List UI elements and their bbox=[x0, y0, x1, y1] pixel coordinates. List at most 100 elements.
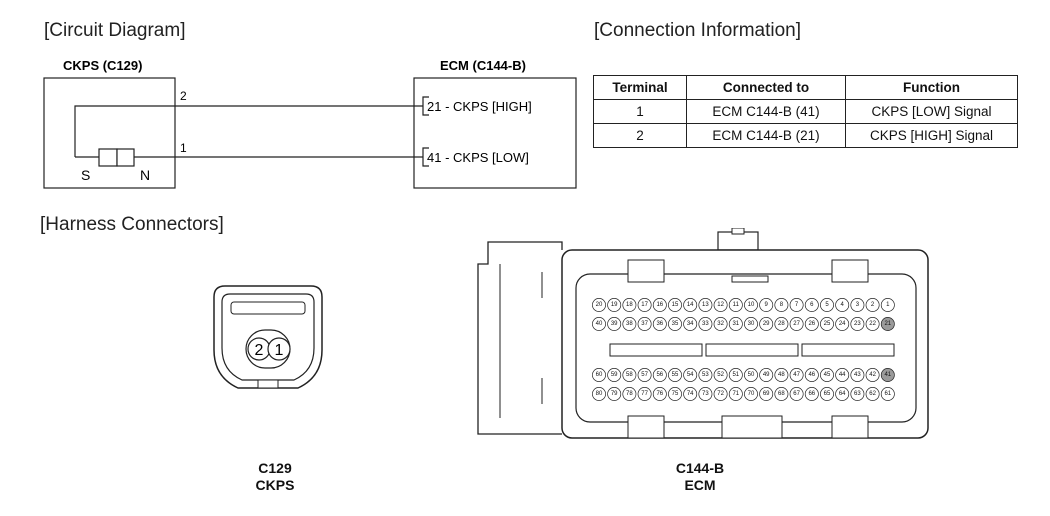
c144b-pin-77 bbox=[637, 387, 652, 401]
cell-connected-to: ECM C144-B (41) bbox=[686, 99, 846, 124]
cell-function: CKPS [HIGH] Signal bbox=[845, 123, 1018, 148]
c144b-pin-72 bbox=[713, 387, 728, 401]
c144b-pin-label: 38 bbox=[626, 321, 633, 327]
pin-bracket-low bbox=[422, 147, 429, 167]
c129-pin-1 bbox=[267, 337, 291, 361]
c144b-pin-8 bbox=[774, 298, 789, 312]
c144b-top-tab bbox=[717, 231, 759, 251]
sensor-coil-right bbox=[116, 148, 135, 167]
c144b-top-nub bbox=[731, 228, 745, 235]
c144b-pin-75 bbox=[668, 387, 682, 401]
c144b-pin-label: 68 bbox=[778, 391, 785, 397]
c144b-pin-label: 29 bbox=[763, 321, 770, 327]
c144b-pin-label: 28 bbox=[778, 321, 785, 327]
c144b-pin-14 bbox=[683, 298, 698, 312]
c144b-pin-59 bbox=[607, 368, 622, 382]
c144b-pin-26 bbox=[804, 317, 819, 331]
c144b-pin-label: 33 bbox=[702, 321, 709, 327]
wire-high bbox=[74, 105, 423, 157]
c144b-pin-label: 14 bbox=[687, 302, 694, 308]
c144b-pin-label: 34 bbox=[687, 321, 694, 327]
c144b-pin-21 bbox=[880, 317, 895, 331]
sensor-coil-left bbox=[98, 148, 118, 167]
c144b-pin-1 bbox=[880, 298, 895, 312]
c144b-pin-label: 27 bbox=[793, 321, 800, 327]
header-terminal: Terminal bbox=[593, 75, 687, 100]
c144b-pin-49 bbox=[759, 368, 774, 382]
ecm-pin-low-label: 41 - CKPS [LOW] bbox=[427, 150, 529, 165]
c144b-pin-20 bbox=[592, 298, 606, 312]
c144b-pin-label: 19 bbox=[611, 302, 618, 308]
ckps-box bbox=[43, 77, 176, 189]
c144b-pin-31 bbox=[728, 317, 743, 331]
c144b-left-bracket bbox=[477, 241, 563, 435]
c144b-center-key bbox=[731, 275, 769, 283]
c144b-pin-label: 45 bbox=[824, 372, 831, 378]
c129-pin-2-label: 2 bbox=[255, 342, 264, 359]
sensor-s-label: S bbox=[81, 167, 90, 183]
c144b-pin-79 bbox=[607, 387, 622, 401]
c144b-pin-label: 79 bbox=[611, 391, 618, 397]
c144b-pin-7 bbox=[789, 298, 804, 312]
c144b-pin-12 bbox=[713, 298, 728, 312]
harness-connectors-heading: [Harness Connectors] bbox=[40, 214, 224, 235]
c144b-pin-47 bbox=[789, 368, 804, 382]
c144b-pin-44 bbox=[835, 368, 850, 382]
c144b-pin-43 bbox=[850, 368, 865, 382]
c144b-pin-label: 43 bbox=[854, 372, 861, 378]
c144b-pin-80 bbox=[592, 387, 606, 401]
c144b-pin-2 bbox=[865, 298, 880, 312]
c144b-pin-label: 4 bbox=[841, 302, 845, 308]
c144b-pin-label: 2 bbox=[871, 302, 875, 308]
c144b-pin-56 bbox=[652, 368, 667, 382]
c144b-pin-30 bbox=[744, 317, 758, 331]
circuit-diagram-heading: [Circuit Diagram] bbox=[44, 20, 186, 41]
c144b-slot bbox=[801, 343, 895, 357]
c144b-pin-15 bbox=[668, 298, 682, 312]
wire-bottom-label: 1 bbox=[180, 141, 187, 155]
c144b-pin-3 bbox=[850, 298, 865, 312]
c144b-pin-48 bbox=[774, 368, 789, 382]
c144b-pin-label: 9 bbox=[765, 302, 769, 308]
c144b-latch bbox=[627, 415, 665, 439]
c144b-pin-74 bbox=[683, 387, 698, 401]
c144b-pin-52 bbox=[713, 368, 728, 382]
c144b-pin-label: 55 bbox=[672, 372, 679, 378]
c144b-pin-5 bbox=[820, 298, 834, 312]
c144b-pin-73 bbox=[698, 387, 713, 401]
c144b-pin-45 bbox=[820, 368, 834, 382]
c144b-pin-label: 66 bbox=[808, 391, 815, 397]
c144b-pin-27 bbox=[789, 317, 804, 331]
c144b-pin-label: 15 bbox=[672, 302, 679, 308]
c144b-pin-70 bbox=[744, 387, 758, 401]
c144b-pin-65 bbox=[820, 387, 834, 401]
c144b-slot bbox=[609, 343, 703, 357]
c144b-pin-34 bbox=[683, 317, 698, 331]
c144b-pin-label: 40 bbox=[596, 321, 603, 327]
c144b-pin-50 bbox=[744, 368, 758, 382]
c144b-pin-label: 54 bbox=[687, 372, 694, 378]
connection-table: Terminal Connected to Function 1 ECM C14… bbox=[593, 75, 1018, 148]
c144b-pin-37 bbox=[637, 317, 652, 331]
c144b-pin-label: 24 bbox=[839, 321, 846, 327]
c144b-pin-36 bbox=[652, 317, 667, 331]
c144b-pin-33 bbox=[698, 317, 713, 331]
table-header-row: Terminal Connected to Function bbox=[593, 75, 1018, 100]
c144b-pin-label: 41 bbox=[884, 372, 891, 378]
c144b-pin-53 bbox=[698, 368, 713, 382]
c144b-pin-label: 44 bbox=[839, 372, 846, 378]
c144b-pin-label: 52 bbox=[717, 372, 724, 378]
c144b-pin-label: 51 bbox=[732, 372, 739, 378]
c144b-pin-label: 13 bbox=[702, 302, 709, 308]
ecm-box-title: ECM (C144-B) bbox=[440, 58, 526, 73]
c129-connector: 2 1 bbox=[213, 285, 323, 389]
c144b-pin-label: 75 bbox=[672, 391, 679, 397]
c144b-pin-64 bbox=[835, 387, 850, 401]
c144b-pin-29 bbox=[759, 317, 774, 331]
c144b-pin-label: 37 bbox=[641, 321, 648, 327]
c144b-pin-10 bbox=[744, 298, 758, 312]
c144b-pin-label: 65 bbox=[824, 391, 831, 397]
c129-caption-code: C129 bbox=[258, 460, 292, 476]
